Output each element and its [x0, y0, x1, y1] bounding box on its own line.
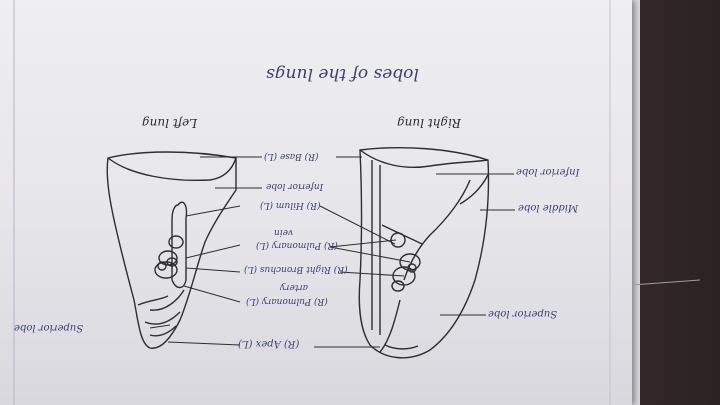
- notebook-page: [0, 0, 632, 405]
- label-pulmonary-artery: (R) Pulmonary (L): [246, 296, 328, 306]
- label-inferior-lobe-right: Inferior lobe: [516, 166, 580, 177]
- label-right-bronchus: (R) Right Bronchus (L): [244, 264, 348, 274]
- label-hilum: (R) Hilum (L): [260, 200, 321, 210]
- right-lung: [358, 147, 490, 359]
- label-artery: artery: [280, 282, 308, 292]
- label-vein: vein: [274, 227, 294, 237]
- right-lung-heading: Right lung: [397, 116, 461, 130]
- label-pulmonary-vein: (R) Pulmonary (L): [256, 240, 338, 250]
- label-superior-lobe-right: Superior lobe: [488, 308, 558, 319]
- page-title: lobes of the lungs: [266, 64, 419, 84]
- label-apex: (R) Apex (L): [238, 338, 300, 349]
- leader-lines: [149, 156, 515, 348]
- left-lung: [106, 151, 237, 349]
- label-superior-lobe-left: Superior lobe: [14, 322, 84, 333]
- label-middle-lobe: Middle lobe: [518, 202, 579, 213]
- sheet-line: [631, 279, 701, 286]
- label-inferior-lobe-center: Inferior lobe: [266, 181, 324, 191]
- left-lung-heading: Left lung: [142, 116, 198, 130]
- label-base: (R) Base (L): [264, 151, 319, 161]
